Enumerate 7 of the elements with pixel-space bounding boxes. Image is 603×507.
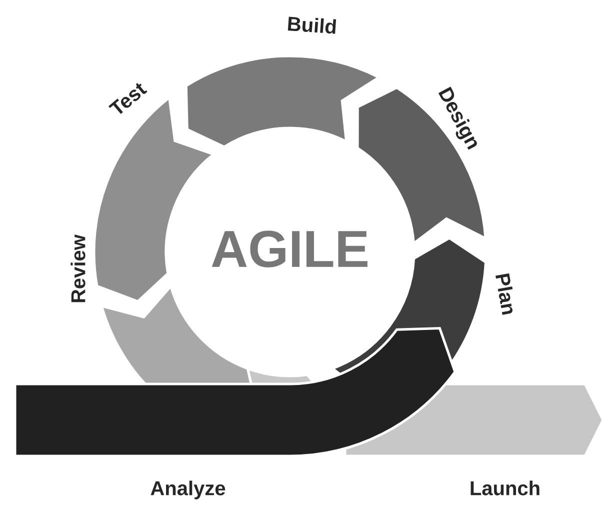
stage-label: Analyze <box>150 480 226 500</box>
stage-label: Build <box>288 16 336 34</box>
stage-label: Plan <box>496 273 513 315</box>
stage-label: Launch <box>470 480 540 496</box>
stage-label: Test <box>108 82 148 114</box>
title-text: AGILE <box>212 230 368 268</box>
stage-label: Review <box>70 234 86 302</box>
